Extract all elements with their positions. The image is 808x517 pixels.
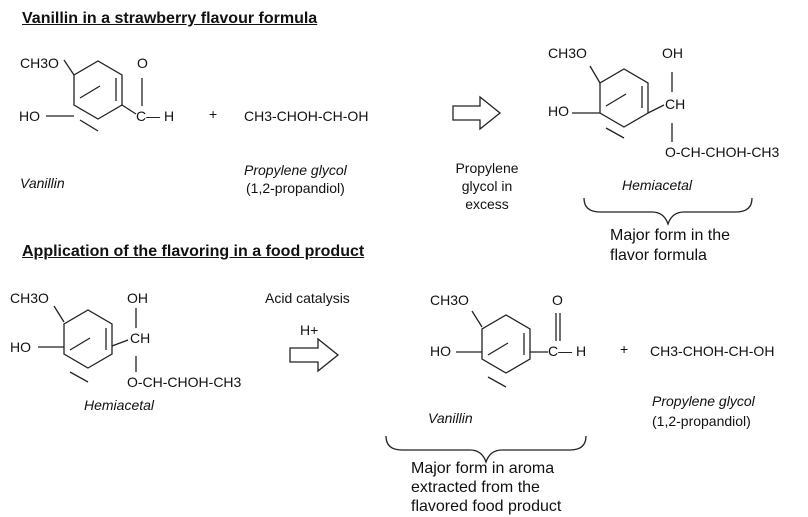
hemiacetal1-hydroxyl: HO: [548, 103, 569, 119]
hemiacetal1-hydroxyl-top: OH: [662, 45, 683, 61]
section2-title: Application of the flavoring in a food p…: [22, 243, 365, 260]
glycol1-name: Propylene glycol: [244, 162, 347, 178]
glycol2-name: Propylene glycol: [652, 393, 755, 409]
note2-line2: extracted from the: [411, 479, 540, 496]
note1-line2: flavor formula: [610, 247, 707, 264]
vanillin1-aldehyde: C— H: [136, 108, 175, 124]
vanillin2-oxygen: O: [552, 292, 563, 308]
hemiacetal1-methoxy: CH3O: [548, 45, 587, 61]
hemiacetal2-ch: CH: [130, 330, 151, 346]
section1-title: Vanillin in a strawberry flavour formula: [22, 10, 318, 27]
vanillin1-oxygen: O: [137, 55, 148, 71]
hemiacetal2-tail: O-CH-CHOH-CH3: [127, 374, 242, 390]
hemiacetal1-name: Hemiacetal: [622, 177, 693, 193]
hemiacetal1-ch: CH: [665, 96, 686, 112]
condition1-line3: excess: [465, 196, 509, 212]
vanillin1-hydroxyl: HO: [19, 108, 40, 124]
hemiacetal1-tail: O-CH-CHOH-CH3: [665, 144, 780, 160]
vanillin-ring-1: [46, 59, 143, 132]
plus-sign-1: +: [209, 106, 218, 122]
vanillin-ring-2: [456, 310, 561, 388]
vanillin1-name: Vanillin: [20, 175, 65, 191]
hemiacetal2-name: Hemiacetal: [84, 397, 155, 413]
condition1-line2: glycol in: [461, 178, 513, 194]
reaction-arrow-2: [289, 337, 340, 373]
vanillin2-name: Vanillin: [428, 410, 473, 426]
hemiacetal2-methoxy: CH3O: [10, 290, 49, 306]
brace-2: [385, 435, 587, 465]
hemiacetal-ring-2: [38, 305, 137, 383]
plus-sign-2: +: [620, 341, 629, 357]
hemiacetal-ring-1: [572, 65, 673, 142]
glycol1-formula: CH3-CHOH-CH-OH: [244, 108, 369, 124]
brace-1: [583, 197, 753, 227]
condition1-line1: Propylene: [455, 160, 519, 176]
note2-line1: Major form in aroma: [411, 460, 555, 477]
glycol2-alt-name: (1,2-propandiol): [652, 413, 751, 429]
hemiacetal2-hydroxyl: HO: [10, 339, 31, 355]
vanillin2-methoxy: CH3O: [430, 292, 469, 308]
vanillin2-hydroxyl: HO: [430, 343, 451, 359]
glycol2-formula: CH3-CHOH-CH-OH: [650, 343, 775, 359]
condition2-line2: H+: [300, 322, 319, 338]
note2-line3: flavored food product: [411, 498, 562, 515]
glycol1-alt-name: (1,2-propandiol): [246, 180, 345, 196]
hemiacetal2-hydroxyl-top: OH: [127, 290, 148, 306]
vanillin1-methoxy: CH3O: [20, 55, 59, 71]
vanillin2-aldehyde: C— H: [548, 343, 587, 359]
condition2-line1: Acid catalysis: [265, 290, 350, 306]
note1-line1: Major form in the: [610, 227, 731, 244]
reaction-arrow-1: [452, 95, 502, 131]
